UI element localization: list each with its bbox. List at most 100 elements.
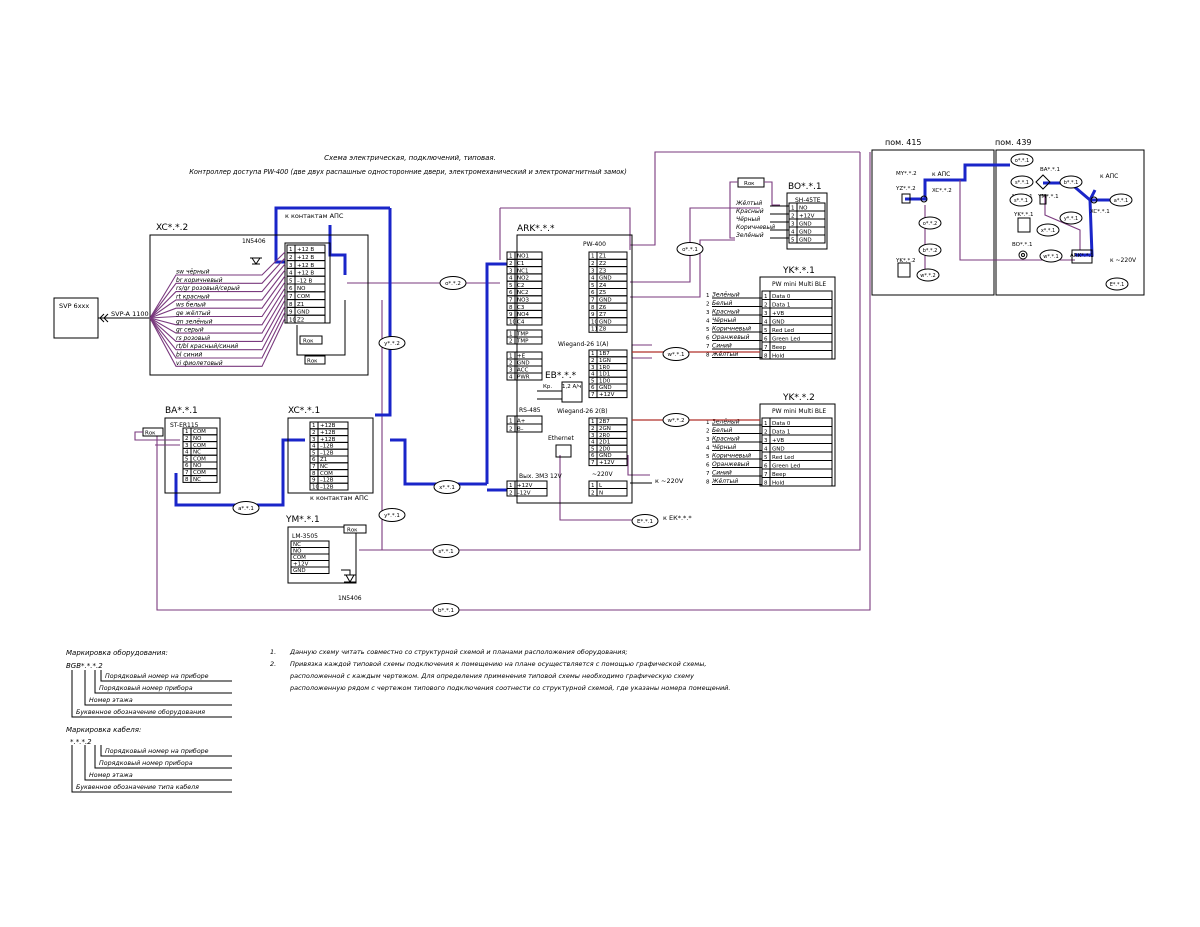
xc2-junction-box: XC*.*.2 к контактам АПС 1N5406 1+12 В2+1… <box>149 212 369 376</box>
room415-aps: к АПС <box>932 171 950 178</box>
yk1-wires-label: Red Led <box>772 328 794 334</box>
room415-cable-label: o*.*.2 <box>923 221 937 227</box>
yk2-wires-num: 4 <box>764 446 768 452</box>
xc2-wire-label: rs/gr розовый/серый <box>176 285 240 292</box>
xc1-terms-cell <box>309 482 349 491</box>
ym-terms-label: GND <box>293 568 306 574</box>
yk2-wires-num: 1 <box>764 421 768 427</box>
cable-marker-label: y*.*.1 <box>384 513 400 519</box>
ark-right-cell <box>588 251 628 260</box>
cable-marker-y1 <box>378 508 406 522</box>
xc2-wire-label: sw чёрный <box>176 269 210 276</box>
ark-right-num: 2 <box>591 261 595 267</box>
xc1-terms-num: 5 <box>312 450 316 456</box>
room415-cable-label: w*.*.2 <box>920 273 935 279</box>
ba-terms-num: 8 <box>185 477 189 483</box>
yk1-wires-label: Beep <box>772 345 787 351</box>
ark-rs485-title: RS-485 <box>519 407 541 414</box>
ark-acc-label: PWR <box>517 374 530 380</box>
yk1-wires-num: 5 <box>764 328 768 334</box>
xc2-wire-label: rs розовый <box>176 335 210 342</box>
room439-label: YM*.*.1 <box>1037 194 1059 200</box>
diagram-title-line1: Схема электрическая, подключений, типова… <box>324 154 496 162</box>
ark-right-cell <box>588 288 628 297</box>
room439-aps: к АПС <box>1100 173 1118 180</box>
cable-marker-w2 <box>662 413 690 427</box>
xc2-terms-label: Z2 <box>297 317 304 323</box>
yk1-model: PW mini Multi BLE <box>772 281 826 288</box>
xc2-terms-num: 7 <box>289 294 293 300</box>
yk2-wires-cell <box>761 477 833 487</box>
ark-right-label: Z7 <box>599 312 607 318</box>
bo1-device: BO*.*.1 SH-45TE Rок ЖёлтыйКрасныйЧёрныйК… <box>729 177 828 250</box>
cable-marker-b1 <box>432 603 460 617</box>
ark-left-num: 5 <box>509 283 513 289</box>
xc1-name: XC*.*.1 <box>288 406 320 416</box>
note-text: Привязка каждой типовой схемы подключени… <box>290 660 706 668</box>
ark-w1-label: 1D0 <box>599 378 611 384</box>
ark-out-label: +12V <box>517 483 533 489</box>
xc2-wire-label: bl синий <box>176 352 202 359</box>
room439-cable-marker <box>1009 193 1033 207</box>
yk1-wires-cell <box>761 350 833 360</box>
ethernet-label: Ethernet <box>548 435 574 442</box>
room415-cable-marker <box>918 216 942 230</box>
xc2-terms-num: 6 <box>289 286 293 292</box>
cable-markers: o*.*.2o*.*.1y*.*.2y*.*.1x*.*.1a*.*.1s*.*… <box>232 242 704 617</box>
xc2-terms-num: 8 <box>289 302 293 308</box>
ark-w1-num: 2 <box>591 358 595 364</box>
xc1-terms-num: 6 <box>312 457 316 463</box>
cable-marker-a1 <box>232 501 260 515</box>
room439-label: XC*.*.1 <box>1090 209 1110 215</box>
yk2-wires-wire-label: Чёрный <box>712 444 736 451</box>
ark-right-cell <box>588 266 628 275</box>
xc2-wire-label: br коричневый <box>176 277 223 284</box>
cable-marker-label: b*.*.1 <box>438 608 454 614</box>
ym1-name: YM*.*.1 <box>285 515 320 525</box>
ark-w2-num: 4 <box>591 440 595 446</box>
yk1-wires-num: 8 <box>764 353 768 359</box>
ark-w1-num: 7 <box>591 392 595 398</box>
ark-to-ek: к ЕК*.*.* <box>663 514 692 522</box>
cable-marker-s1 <box>432 544 460 558</box>
ark-left-num: 9 <box>509 312 513 318</box>
xc2-rok-a: Rок <box>303 339 314 345</box>
xc2-diode-label: 1N5406 <box>242 238 266 245</box>
ark-acc-label: ACC <box>517 367 529 373</box>
cable-marker-label: a*.*.1 <box>238 506 254 512</box>
room415-label: XC*.*.2 <box>932 188 952 194</box>
yk2-wires-label: Data 1 <box>772 429 790 435</box>
yk1-reader: YK*.*.1 PW mini Multi BLE Зелёный1Белый2… <box>706 266 836 360</box>
yk1-wires-wire-num: 5 <box>706 327 710 333</box>
cable-marker-label: s*.*.1 <box>438 549 453 555</box>
legend-cable-code: *.*.*.2 <box>70 738 92 746</box>
ark-tmp-cell <box>506 336 543 345</box>
yk1-wires-wire-label: Оранжевый <box>712 334 750 341</box>
yk1-wires-num: 2 <box>764 302 768 308</box>
ark-tmp-label: TMP <box>516 338 529 344</box>
bo-wires-num: 2 <box>791 213 795 219</box>
ba-terms-num: 3 <box>185 443 189 449</box>
yk1-wires-wire-num: 3 <box>706 310 710 316</box>
yk1-wires-label: GND <box>772 319 785 325</box>
cable-marker-label: o*.*.2 <box>445 281 461 287</box>
ark-w2-num: 6 <box>591 453 595 459</box>
ark-left-label: NC2 <box>517 290 528 296</box>
ark-name: ARK*.*.* <box>517 224 555 234</box>
ark-out-label: –12V <box>517 490 531 496</box>
xc1-terms-cell <box>309 455 349 464</box>
ba1-model: ST-ER115 <box>170 422 199 429</box>
xc1-terms-num: 1 <box>312 423 316 429</box>
yk2-wires-num: 3 <box>764 438 768 444</box>
room439-cable-marker <box>1059 211 1083 225</box>
xc1-terms-label: –12В <box>320 484 334 490</box>
bo-wires-num: 4 <box>791 229 795 235</box>
ark-rs485-num: 1 <box>509 418 513 424</box>
ym1-model: LM-3505 <box>292 533 318 540</box>
ark-ac-label: L <box>599 483 603 489</box>
room439-label: ARK*.*.1 <box>1070 253 1094 259</box>
xc2-terms-cell <box>286 299 326 308</box>
ark-w2-label: 2D0 <box>599 446 611 452</box>
cable-marker-w1 <box>662 347 690 361</box>
xc2-terms-label: COM <box>297 294 310 300</box>
